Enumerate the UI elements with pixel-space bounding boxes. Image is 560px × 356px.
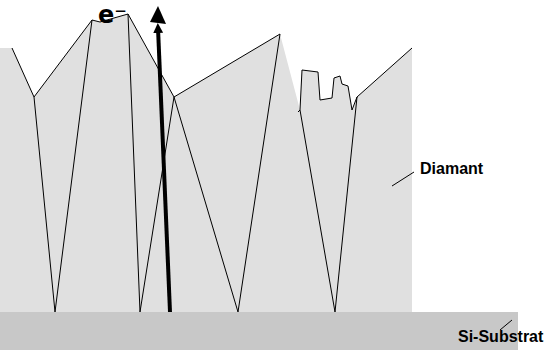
electron-arrow — [158, 28, 170, 312]
leader-line — [392, 172, 414, 186]
material-label: Si-Substrat — [458, 328, 543, 346]
grain-boundaries — [34, 14, 357, 312]
diamond-layer — [0, 14, 412, 312]
si-substrate — [0, 312, 518, 350]
material-label: Diamant — [420, 160, 483, 178]
electron-label: e⁻ — [98, 2, 127, 28]
